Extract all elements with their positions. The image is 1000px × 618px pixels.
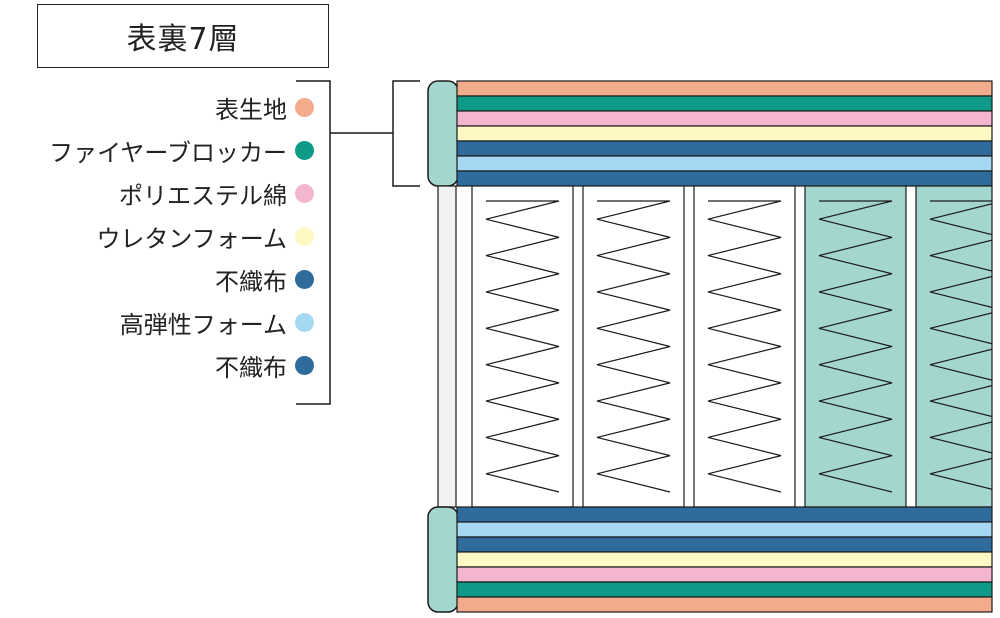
spring-pocket [915,185,993,508]
bottom-layer [456,581,993,598]
legend-item: 表生地 [0,86,314,129]
legend-label: ファイヤーブロッカー [49,139,287,167]
legend-swatch [295,141,314,160]
spring-coil [818,200,893,493]
bottom-layer [456,551,993,568]
legend-swatch [295,313,314,332]
top-layer [456,155,993,172]
legend-item: 高弾性フォーム [0,301,314,344]
legend-item: ポリエステル綿 [0,172,314,215]
top-layer [456,95,993,112]
spring-pocket [471,185,574,508]
legend-item: ファイヤーブロッカー [0,129,314,172]
top-layer [456,125,993,142]
legend-bracket-line [296,80,331,405]
legend-swatch [295,356,314,375]
legend-item: 不織布 [0,258,314,301]
top-layer [456,170,993,187]
bottom-side-panel [427,506,459,613]
stack-bracket-line [392,80,420,187]
legend-label: ポリエステル綿 [119,182,287,210]
pocket-spring-core [437,185,993,508]
spring-coil [596,200,671,493]
layer-legend: 表生地 ファイヤーブロッカー ポリエステル綿 ウレタンフォーム 不織布 高弾性フ… [0,86,314,387]
bottom-layer-stack [427,506,993,613]
bottom-layer [456,536,993,553]
bottom-layer [456,566,993,583]
legend-label: ウレタンフォーム [96,225,287,253]
diagram-title: 表裏7層 [37,4,329,68]
bottom-layer [456,596,993,613]
top-side-panel [427,80,459,187]
legend-label: 不織布 [215,268,287,296]
legend-label: 表生地 [215,96,287,124]
top-layer [456,80,993,97]
legend-label: 高弾性フォーム [119,311,287,339]
legend-bracket [296,80,420,405]
top-layer [456,140,993,157]
diagram-title-text: 表裏7層 [126,22,240,57]
bottom-layer [456,521,993,538]
legend-swatch [295,227,314,246]
legend-swatch [295,270,314,289]
spring-pocket [804,185,907,508]
legend-item: ウレタンフォーム [0,215,314,258]
top-layer-stack [427,80,993,187]
spring-coil [707,200,782,493]
spring-coil [485,200,560,493]
legend-swatch [295,184,314,203]
legend-swatch [295,98,314,117]
spring-coil [929,200,992,490]
core-side-edge [437,185,457,508]
top-layer [456,110,993,127]
legend-label: 不織布 [215,354,287,382]
bottom-layer [456,506,993,523]
spring-pocket [582,185,685,508]
legend-item: 不織布 [0,344,314,387]
